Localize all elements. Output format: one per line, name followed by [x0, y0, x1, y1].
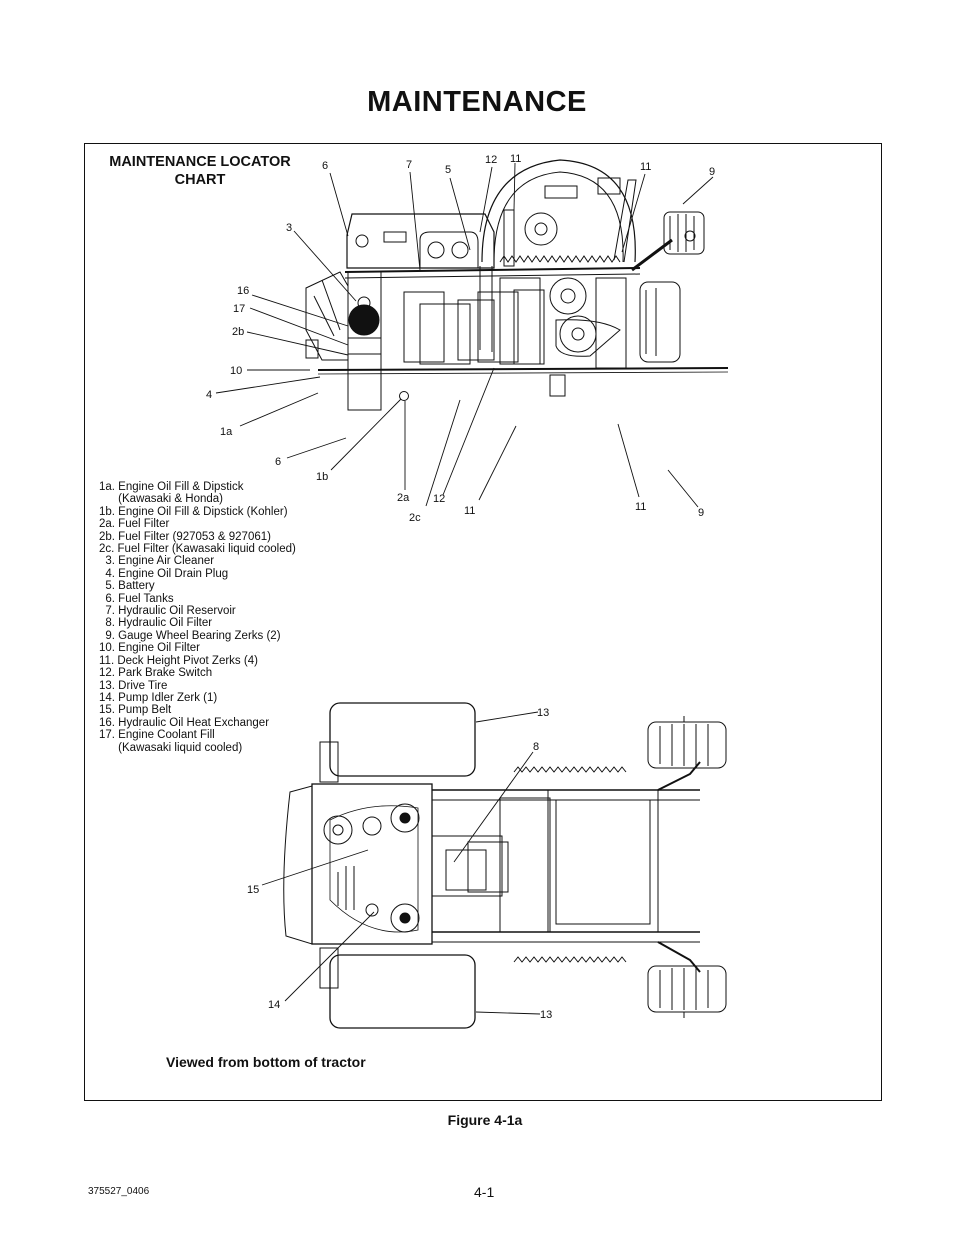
- page-number: 4-1: [474, 1184, 495, 1200]
- callout-1a: 1a: [220, 426, 233, 438]
- legend-item: 16. Hydraulic Oil Heat Exchanger: [99, 716, 270, 729]
- view-note: Viewed from bottom of tractor: [166, 1054, 366, 1070]
- legend-item: 1a. Engine Oil Fill & Dipstick: [99, 481, 244, 493]
- callout-6: 6: [322, 160, 328, 172]
- callout-15: 15: [247, 884, 259, 896]
- side-leader-lines: [215, 162, 714, 508]
- callout-12: 12: [433, 493, 445, 505]
- legend-item: (Kawasaki & Honda): [99, 493, 223, 506]
- callout-labels: 6 7 5 12 11 11 9 3 16 17 2b 10 4 1a 6 1b…: [206, 153, 715, 1021]
- legend-item: 2a. Fuel Filter: [99, 518, 170, 531]
- callout-7: 7: [406, 159, 412, 171]
- callout-10: 10: [230, 365, 242, 377]
- legend-item: 6. Fuel Tanks: [99, 592, 174, 605]
- figure-caption: Figure 4-1a: [447, 1112, 523, 1128]
- legend-item: 12. Park Brake Switch: [99, 667, 213, 680]
- legend-item: 8. Hydraulic Oil Filter: [99, 617, 213, 630]
- callout-3: 3: [286, 222, 292, 234]
- legend-item: 14. Pump Idler Zerk (1): [99, 691, 218, 704]
- figure-frame: [84, 143, 882, 1101]
- locator-chart-title-text: MAINTENANCE LOCATOR CHART: [109, 154, 291, 188]
- legend-item: 13. Drive Tire: [99, 679, 168, 692]
- legend-item: 1b. Engine Oil Fill & Dipstick (Kohler): [99, 505, 288, 518]
- callout-17: 17: [233, 303, 245, 315]
- callout-11: 11: [640, 161, 651, 173]
- locator-chart-title: MAINTENANCE LOCATOR CHART: [100, 153, 300, 189]
- legend-item: 11. Deck Height Pivot Zerks (4): [99, 654, 258, 667]
- callout-14: 14: [268, 999, 280, 1011]
- legend-list: 1a. Engine Oil Fill & Dipstick (Kawasaki…: [99, 481, 296, 754]
- legend-item: 4. Engine Oil Drain Plug: [99, 567, 229, 580]
- callout-11: 11: [635, 501, 646, 513]
- callout-13: 13: [537, 707, 549, 719]
- legend-item: (Kawasaki liquid cooled): [99, 741, 243, 754]
- callout-2a: 2a: [397, 492, 410, 504]
- legend-item: 10. Engine Oil Filter: [99, 642, 200, 655]
- callout-16: 16: [237, 285, 249, 297]
- bottom-leader-lines: [261, 711, 541, 1015]
- legend-item: 17. Engine Coolant Fill: [99, 729, 215, 742]
- side-view-drawing: [305, 159, 729, 411]
- callout-6: 6: [275, 456, 281, 468]
- legend-item: 9. Gauge Wheel Bearing Zerks (2): [99, 629, 281, 642]
- callout-11: 11: [510, 153, 521, 165]
- callout-2b: 2b: [232, 326, 244, 338]
- legend-item: 7. Hydraulic Oil Reservoir: [99, 605, 236, 618]
- callout-4: 4: [206, 389, 212, 401]
- callout-8: 8: [533, 741, 539, 753]
- callout-13: 13: [540, 1009, 552, 1021]
- page-title: MAINTENANCE: [367, 86, 587, 118]
- legend-item: 5. Battery: [99, 580, 155, 593]
- callout-9: 9: [698, 507, 704, 519]
- legend-item: 15. Pump Belt: [99, 704, 172, 717]
- legend-item: 2b. Fuel Filter (927053 & 927061): [99, 530, 271, 543]
- legend-item: 2c. Fuel Filter (Kawasaki liquid cooled): [99, 543, 296, 556]
- document-number: 375527_0406: [88, 1186, 150, 1197]
- callout-5: 5: [445, 164, 451, 176]
- callout-1b: 1b: [316, 471, 328, 483]
- legend-item: 3. Engine Air Cleaner: [99, 555, 215, 568]
- bottom-view-drawing: [283, 702, 727, 1029]
- callout-2c: 2c: [409, 512, 421, 524]
- callout-12: 12: [485, 154, 497, 166]
- callout-11: 11: [464, 505, 475, 517]
- callout-9: 9: [709, 166, 715, 178]
